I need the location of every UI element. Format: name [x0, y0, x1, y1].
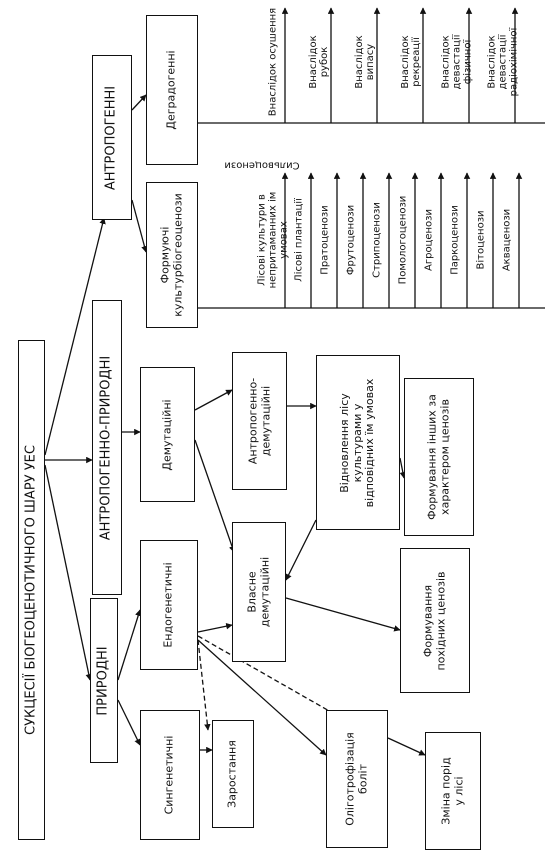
node-restoration: Відновлення лісу культурами у відповідни…: [316, 355, 400, 530]
leaf-label: Помологоценози: [397, 195, 409, 285]
leaf-label: Паркоценози: [449, 205, 461, 275]
node-own-demutational-label: Власне демутаційні: [245, 556, 271, 628]
leaf-label: Фрутоценози: [345, 204, 357, 276]
node-culture-label: Формуючі культурбіогеоценози: [158, 193, 184, 317]
node-syngenetic-label: Сингенетичні: [162, 735, 176, 815]
node-degradogenic: Деградогенні: [146, 15, 198, 165]
category-anthropo-natural-label: АНТРОПОГЕННО-ПРИРОДНІ: [98, 355, 114, 540]
leaf-label: Внаслідок осушення: [267, 7, 279, 117]
node-endogenetic: Ендогенетичні: [140, 540, 198, 670]
node-oligotrophication: Оліготрофізація боліт: [326, 710, 388, 848]
root-title: СУКЦЕСІЇ БІОГЕОЦЕНОТИЧНОГО ШАРУ УЕС: [23, 445, 39, 735]
node-species-change-label: Зміна порід у лісі: [439, 757, 465, 825]
node-oligotrophication-label: Оліготрофізація боліт: [343, 732, 369, 826]
leaf-label: Стрипоценози: [371, 202, 383, 278]
category-anthropogenic-label: АНТРОПОГЕННІ: [103, 85, 119, 190]
root-box: СУКЦЕСІЇ БІОГЕОЦЕНОТИЧНОГО ШАРУ УЕС: [18, 340, 45, 840]
leaf-label: Внаслідок девастації фізичної: [440, 34, 474, 90]
node-demutational: Демутаційні: [140, 367, 195, 502]
category-anthropogenic: АНТРОПОГЕННІ: [92, 55, 132, 220]
node-anthropo-demutational-label: Антропогенно- демутаційні: [245, 377, 272, 465]
node-degradogenic-label: Деградогенні: [164, 50, 178, 130]
node-formation-derived: Формування похідних ценозів: [400, 548, 470, 693]
node-culture: Формуючі культурбіогеоценози: [146, 182, 198, 328]
node-overgrowing: Заростання: [212, 720, 254, 828]
node-formation-other-label: Формування інших за характером ценозів: [425, 394, 451, 520]
node-endogenetic-label: Ендогенетичні: [161, 562, 175, 648]
node-own-demutational: Власне демутаційні: [232, 522, 286, 662]
culture-extra-label: Сильвоценози: [224, 159, 300, 171]
leaf-label: Внаслідок рекреації: [400, 35, 422, 89]
node-formation-other: Формування інших за характером ценозів: [404, 378, 474, 536]
node-restoration-label: Відновлення лісу культурами у відповідни…: [338, 378, 377, 507]
node-species-change: Зміна порід у лісі: [425, 732, 481, 850]
category-anthropo-natural: АНТРОПОГЕННО-ПРИРОДНІ: [92, 300, 122, 595]
node-demutational-label: Демутаційні: [160, 398, 174, 471]
leaf-label: Пратоценози: [319, 205, 331, 275]
leaf-label: Вітоценози: [475, 210, 487, 270]
leaf-label: Акваценози: [501, 208, 513, 272]
node-formation-derived-label: Формування похідних ценозів: [421, 571, 447, 671]
node-anthropo-demutational: Антропогенно- демутаційні: [232, 352, 287, 490]
category-natural: ПРИРОДНІ: [90, 598, 118, 763]
node-syngenetic: Сингенетичні: [140, 710, 200, 840]
node-overgrowing-label: Заростання: [225, 740, 239, 808]
leaf-label: Лісові культури в непритаманних ім умова…: [256, 191, 290, 289]
leaf-label: Агроценози: [423, 209, 435, 271]
leaf-label: Лісові плантації: [293, 198, 305, 282]
leaf-label: Внаслідок випасу: [354, 35, 376, 89]
leaf-label: Внаслідок рубок: [308, 35, 330, 89]
category-natural-label: ПРИРОДНІ: [95, 645, 111, 716]
leaf-label: Внаслідок девастації радіохімічної: [486, 27, 520, 97]
